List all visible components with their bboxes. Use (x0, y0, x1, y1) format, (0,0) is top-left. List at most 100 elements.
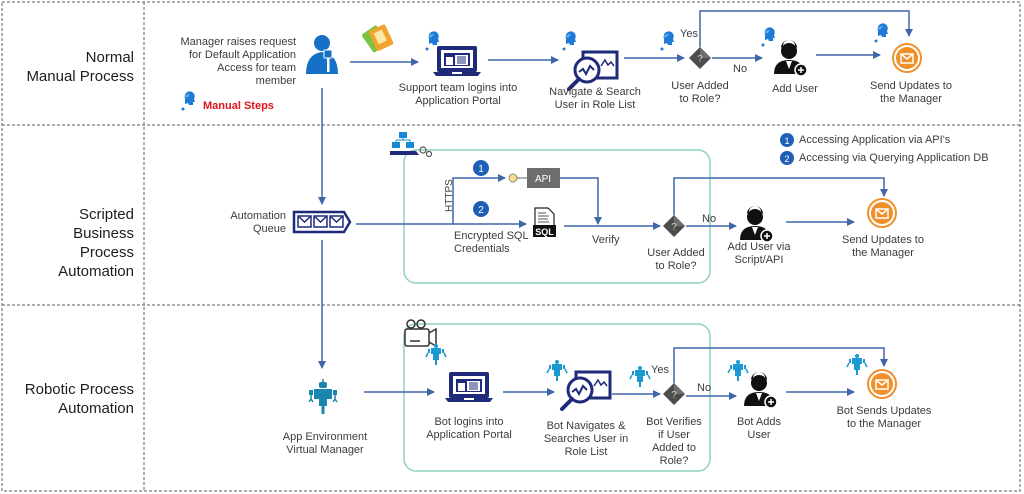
lane3-connectors (364, 347, 888, 400)
decision-diamond-icon (689, 47, 711, 69)
svg-text:2: 2 (784, 154, 789, 164)
text-line: Navigate & Search (549, 86, 641, 98)
api-label: API (535, 174, 551, 185)
yes-arrow (673, 177, 888, 215)
badge-2-icon: 2 (473, 201, 489, 217)
decision-diamond-icon (663, 215, 685, 237)
text-line: Add User via (727, 241, 791, 253)
manual-steps-legend-icon (181, 91, 195, 111)
no-label: No (702, 213, 717, 225)
search-chart-icon (567, 50, 619, 91)
text-line: Send Updates to (842, 234, 924, 246)
lane-title-scripted: Scripted Business Process Automation (14, 205, 134, 281)
text-line: Bot Verifies (646, 416, 702, 428)
text-line: the Manager (852, 247, 914, 259)
server-hierarchy-icon (390, 132, 433, 158)
verify-label: Verify (592, 234, 620, 246)
https-label: HTTPS (444, 179, 455, 212)
legend-item-2: Accessing via Querying Application DB (799, 152, 989, 164)
step-send-label: Send Updates to the Manager (828, 234, 938, 260)
encrypted-sql-label: Encrypted SQL Credentials (454, 230, 529, 256)
camera-icon (404, 319, 437, 348)
text-line: App Environment (282, 431, 368, 443)
laptop-icon (432, 45, 482, 77)
add-user-icon (743, 371, 778, 409)
lane-title-rpa: Robotic Process Automation (14, 380, 134, 418)
laptop-icon (444, 371, 494, 403)
text-line: User in Role List (554, 99, 636, 111)
text-line: Access for team (217, 62, 296, 74)
lane1-connectors (318, 10, 913, 205)
step-login-label: Bot logins into Application Portal (414, 416, 524, 442)
text-line: Queue (252, 223, 286, 235)
svg-text:1: 1 (784, 136, 789, 146)
yes-arrow (673, 347, 888, 383)
lane-title-line: Process (79, 244, 134, 261)
text-line: Bot logins into (434, 416, 504, 428)
no-label: No (697, 382, 712, 394)
text-line: Support team logins into (398, 82, 518, 94)
https-arrow-to-api (452, 174, 506, 224)
bot-step-icon (727, 359, 749, 382)
manual-step-icon (660, 31, 674, 51)
no-label: No (733, 63, 748, 75)
badge-1-icon: 1 (473, 160, 489, 176)
step-login-label: Support team logins into Application Por… (388, 82, 528, 108)
step-send-label: Send Updates to the Manager (856, 80, 966, 106)
lane-title-line: Robotic Process (24, 381, 134, 398)
api-box (527, 168, 560, 188)
scripted-automation-container (403, 149, 711, 284)
email-icon (867, 369, 897, 399)
text-line: to the Manager (847, 418, 921, 430)
manager-key-icon (306, 35, 338, 74)
lane-title-line: Normal (85, 49, 134, 66)
text-line: Automation (230, 210, 286, 222)
text-line: Bot Navigates & (546, 420, 626, 432)
automation-queue-label: Automation Queue (200, 210, 286, 236)
api-to-verify-arrow (560, 177, 602, 225)
add-user-icon (773, 39, 808, 77)
text-line: Bot Adds (736, 416, 782, 428)
text-line: User Added (671, 80, 729, 92)
text-line: Credentials (454, 243, 510, 255)
text-line: the Manager (880, 93, 942, 105)
step-search-label: Navigate & Search User in Role List (540, 86, 650, 112)
text-line: member (255, 75, 296, 87)
step-decision-label: User Added to Role? (660, 80, 740, 106)
bot-step-icon (425, 343, 447, 366)
add-user-icon (739, 205, 774, 243)
lane2-connectors (318, 174, 888, 369)
svg-text:SQL: SQL (535, 227, 554, 237)
text-line: Encrypted SQL (454, 230, 529, 242)
step-add-label: Bot Adds User (724, 416, 794, 442)
bot-step-icon (546, 359, 568, 382)
email-icon (867, 198, 897, 228)
manager-request-text: Manager raises request for Default Appli… (160, 36, 296, 88)
vm-label: App Environment Virtual Manager (270, 431, 380, 457)
text-line: Bot Sends Updates (836, 405, 932, 417)
lane-title-line: Scripted Business (73, 206, 134, 242)
automation-queue-icon (292, 210, 352, 234)
text-line: Script/API (734, 254, 784, 266)
text-line: Searches User in (543, 433, 629, 445)
legend-badge-2-icon: 2 (780, 151, 794, 165)
text-line: Role? (659, 455, 689, 467)
bot-step-icon (629, 365, 651, 388)
step-send-label: Bot Sends Updates to the Manager (826, 405, 942, 431)
rpa-container (403, 323, 711, 472)
text-line: to Role? (679, 93, 721, 105)
lane-title-manual: Normal Manual Process (14, 48, 134, 86)
manual-step-icon (761, 27, 775, 47)
text-line: for Default Application (188, 49, 296, 61)
text-line: to Role? (655, 260, 697, 272)
text-line: User (747, 429, 771, 441)
yes-label: Yes (680, 28, 698, 40)
lane-title-line: Automation (58, 400, 134, 417)
text-line: Application Portal (415, 95, 501, 107)
api-connector-dot (508, 173, 518, 183)
robot-vm-icon (308, 379, 338, 414)
text-line: Send Updates to (870, 80, 952, 92)
bot-step-icon (846, 353, 868, 376)
